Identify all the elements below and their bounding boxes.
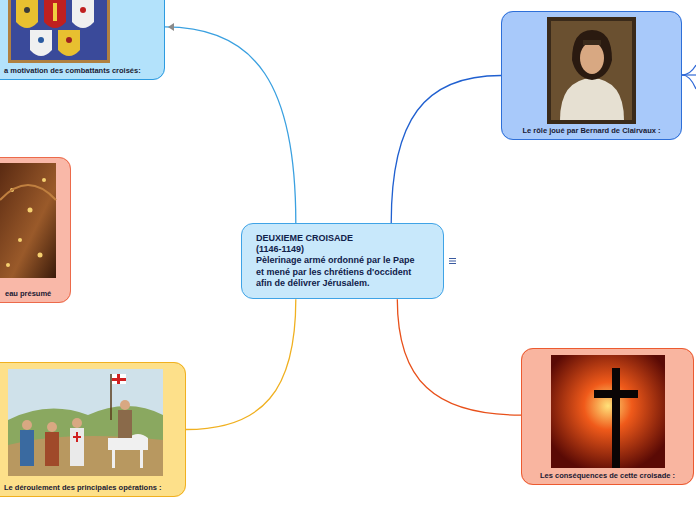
connector: [186, 299, 296, 429]
box-caption: Le déroulement des principales opération…: [4, 483, 162, 492]
hall-picture: [0, 163, 56, 278]
connector: [391, 76, 501, 223]
portrait-picture: [547, 17, 636, 124]
connector: [397, 299, 521, 415]
child-branch-lines: [682, 65, 696, 89]
box-fill: [0, 362, 186, 497]
box-fill: [501, 11, 682, 140]
box-fill: [0, 0, 165, 80]
central-topic: DEUXIEME CROISADE (1146-1149)Pèlerinage …: [241, 223, 444, 299]
connector: [165, 27, 296, 223]
topic-box: Le déroulement des principales opération…: [0, 362, 186, 497]
topic-box: Le rôle joué par Bernard de Clairvaux :: [501, 11, 682, 140]
box-caption: a motivation des combattants croisés:: [4, 66, 141, 75]
crescent-cross-picture: [551, 355, 665, 468]
crusaders-picture: [8, 369, 163, 476]
box-fill: [0, 157, 71, 303]
topic-box: Les conséquences de cette croisade :: [521, 348, 694, 485]
box-caption: Le rôle joué par Bernard de Clairvaux :: [523, 126, 661, 135]
topic-description: Pèlerinage armé ordonné par le Pape et m…: [256, 255, 425, 289]
topic-box: a motivation des combattants croisés:: [0, 0, 165, 80]
topic-box: eau présumé: [0, 157, 71, 303]
collapse-marker: [168, 23, 174, 31]
note-icon: [449, 259, 456, 264]
heraldry-picture: [8, 0, 110, 63]
topic-title: DEUXIEME CROISADE (1146-1149): [256, 233, 376, 256]
box-caption: Les conséquences de cette croisade :: [540, 471, 675, 480]
box-caption: eau présumé: [5, 289, 51, 298]
box-fill: [521, 348, 694, 485]
